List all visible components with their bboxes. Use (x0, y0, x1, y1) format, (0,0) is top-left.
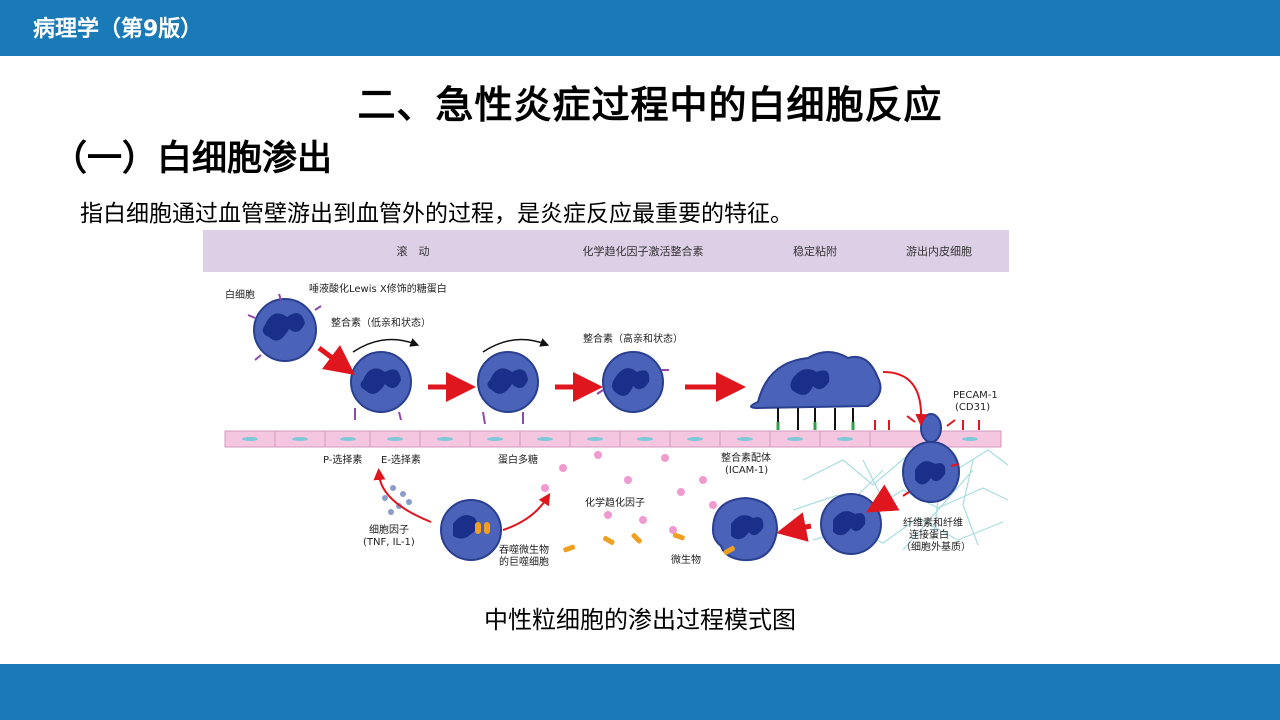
leukocyte-rolling-2 (477, 351, 539, 425)
label-cytokines: 细胞因子 (369, 523, 409, 536)
chemokine-dots (541, 451, 717, 534)
label-pecam: PECAM-1 (953, 390, 998, 401)
stage-rolling: 滚 动 (397, 244, 430, 258)
leukocyte-activated (596, 351, 669, 413)
label-e-selectin: E-选择素 (381, 453, 421, 466)
pecam-receptors (874, 420, 980, 430)
label-cd31: (CD31) (955, 402, 990, 413)
slide-heading: 二、急性炎症过程中的白细胞反应 (357, 83, 943, 127)
label-fibrin-c: （细胞外基质） (901, 540, 971, 553)
macrophage (440, 499, 502, 561)
stage-transmigration: 游出内皮细胞 (906, 244, 972, 258)
microbes (563, 532, 735, 555)
slide-paragraph: 指白细胞通过血管壁游出到血管外的过程，是炎症反应最重要的特征。 (80, 201, 793, 227)
leukocyte-extravasation-diagram: 滚 动 化学趋化因子激活整合素 稳定粘附 游出内皮细胞 (203, 230, 1009, 570)
leukocyte-free (247, 293, 322, 362)
endothelium-layer (224, 430, 1002, 448)
label-cytokines-b: (TNF, IL-1) (363, 537, 415, 548)
slide-subheading: （一）白细胞渗出 (52, 139, 333, 179)
label-integrin-high: 整合素（高亲和状态） (583, 332, 683, 345)
label-p-selectin: P-选择素 (323, 453, 362, 466)
header-bar: 病理学（第9版） (0, 0, 1280, 56)
flow-arrows (317, 345, 900, 542)
label-icam-b: (ICAM-1) (725, 465, 768, 476)
label-leukocyte: 白细胞 (225, 288, 255, 301)
leukocyte-transmigrating (902, 413, 960, 503)
label-sialyl-lewis: 唾液酸化Lewis X修饰的糖蛋白 (309, 282, 447, 295)
stage-band (203, 230, 1009, 272)
label-integrin-low: 整合素（低亲和状态） (331, 316, 431, 329)
leukocyte-in-tissue-2 (711, 496, 779, 562)
label-chemokines: 化学趋化因子 (585, 496, 645, 509)
course-title: 病理学（第9版） (33, 17, 203, 42)
label-icam: 整合素配体 (721, 451, 771, 464)
label-macrophage-b: 的巨噬细胞 (499, 555, 549, 568)
label-microbe: 微生物 (671, 553, 701, 566)
figure-caption: 中性粒细胞的渗出过程模式图 (484, 606, 796, 634)
leukocyte-rolling-1 (350, 351, 412, 421)
leukocyte-in-tissue-1 (820, 493, 882, 555)
label-fibrin-b: 连接蛋白 (909, 528, 949, 541)
stage-activation: 化学趋化因子激活整合素 (583, 244, 704, 258)
stage-adhesion: 稳定粘附 (793, 244, 837, 258)
label-proteoglycan: 蛋白多糖 (498, 453, 538, 466)
footer-bar (0, 664, 1280, 720)
label-macrophage: 吞噬微生物 (499, 543, 549, 556)
label-fibrin: 纤维素和纤维 (903, 516, 963, 529)
leukocyte-adherent (750, 351, 882, 430)
